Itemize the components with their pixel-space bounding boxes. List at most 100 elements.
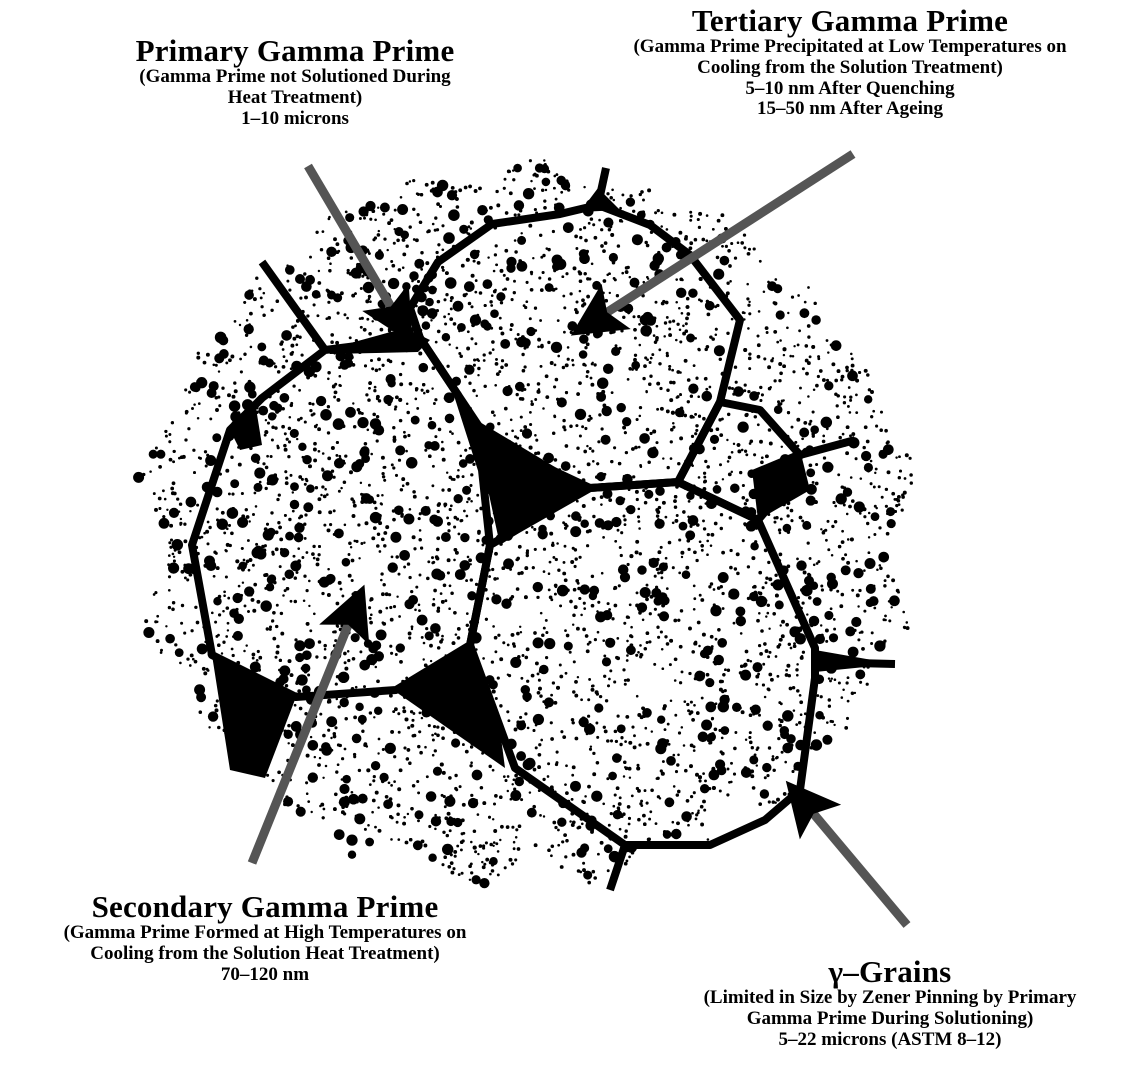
tertiary-dot (353, 755, 356, 758)
tertiary-dot (655, 498, 658, 501)
tertiary-dot (579, 236, 582, 239)
tertiary-dot (710, 635, 714, 639)
tertiary-dot (667, 723, 670, 726)
tertiary-dot (514, 239, 517, 242)
tertiary-dot (768, 428, 772, 432)
tertiary-dot (613, 588, 616, 591)
tertiary-dot (591, 575, 594, 578)
tertiary-dot (550, 854, 553, 857)
tertiary-dot (470, 500, 473, 503)
tertiary-dot (287, 455, 290, 458)
tertiary-dot (577, 826, 580, 829)
tertiary-dot (393, 755, 396, 758)
tertiary-dot (724, 668, 727, 671)
tertiary-dot (702, 800, 706, 804)
tertiary-dot (390, 730, 394, 734)
tertiary-dot (825, 539, 828, 542)
tertiary-dot (567, 358, 570, 361)
tertiary-dot (523, 425, 527, 429)
tertiary-dot (626, 659, 629, 662)
tertiary-dot (560, 865, 564, 869)
tertiary-dot (537, 345, 540, 348)
tertiary-dot (841, 540, 845, 544)
tertiary-dot (288, 289, 291, 292)
tertiary-dot (295, 334, 299, 338)
tertiary-dot (560, 191, 563, 194)
tertiary-dot (615, 740, 618, 743)
tertiary-dot (542, 407, 545, 410)
tertiary-dot (646, 584, 649, 587)
tertiary-dot (318, 510, 322, 514)
tertiary-dot (660, 630, 663, 633)
tertiary-dot (767, 687, 770, 690)
tertiary-dot (830, 607, 833, 610)
tertiary-dot (555, 287, 558, 290)
tertiary-dot (398, 398, 402, 402)
tertiary-dot (586, 649, 590, 653)
tertiary-dot (184, 576, 187, 579)
tertiary-dot (505, 432, 508, 435)
tertiary-dot (764, 776, 767, 779)
tertiary-dot (575, 310, 579, 314)
tertiary-dot (640, 804, 643, 807)
tertiary-dot (444, 805, 447, 808)
tertiary-dot (468, 558, 472, 562)
tertiary-dot (684, 700, 687, 703)
tertiary-dot (389, 815, 392, 818)
tertiary-dot (178, 457, 181, 460)
tertiary-dot (587, 715, 590, 718)
tertiary-dot (545, 656, 548, 659)
tertiary-dot (677, 462, 680, 465)
tertiary-dot (727, 669, 730, 672)
tertiary-dot (691, 718, 695, 722)
tertiary-dot (353, 425, 357, 429)
secondary-dot (399, 550, 410, 561)
tertiary-dot (557, 568, 560, 571)
tertiary-dot (543, 200, 546, 203)
tertiary-dot (765, 581, 768, 584)
tertiary-dot (441, 863, 444, 866)
tertiary-dot (319, 713, 322, 716)
tertiary-dot (691, 465, 693, 467)
tertiary-dot (770, 678, 774, 682)
tertiary-dot (423, 642, 426, 645)
tertiary-dot (440, 592, 443, 595)
tertiary-dot (189, 664, 192, 667)
tertiary-dot (635, 551, 639, 555)
tertiary-dot (474, 850, 477, 853)
secondary-dot (169, 508, 179, 518)
tertiary-dot (410, 807, 413, 810)
tertiary-dot (827, 520, 830, 523)
tertiary-dot (271, 620, 274, 623)
tertiary-dot (801, 519, 804, 522)
tertiary-dot (729, 516, 733, 520)
tertiary-dot (366, 768, 370, 772)
tertiary-dot (696, 711, 700, 715)
tertiary-dot (792, 355, 795, 358)
tertiary-dot (462, 743, 465, 746)
tertiary-dot (699, 506, 703, 510)
tertiary-dot (589, 748, 592, 751)
tertiary-dot (290, 352, 294, 356)
tertiary-dot (470, 871, 473, 874)
tertiary-dot (552, 821, 556, 825)
tertiary-dot (228, 492, 231, 495)
tertiary-dot (311, 414, 314, 417)
tertiary-dot (323, 808, 326, 811)
tertiary-dot (671, 411, 675, 415)
secondary-dot (133, 472, 144, 483)
tertiary-dot (785, 623, 789, 627)
tertiary-dot (668, 320, 671, 323)
tertiary-dot (218, 613, 221, 616)
tertiary-dot (857, 605, 859, 607)
tertiary-dot (275, 625, 278, 628)
tertiary-dot (604, 299, 608, 303)
tertiary-dot (419, 751, 423, 755)
tertiary-dot (370, 359, 373, 362)
tertiary-dot (344, 748, 347, 751)
tertiary-dot (700, 823, 704, 827)
tertiary-dot (499, 657, 503, 661)
tertiary-dot (647, 838, 651, 842)
tertiary-dot (608, 678, 611, 681)
tertiary-dot (666, 354, 669, 357)
